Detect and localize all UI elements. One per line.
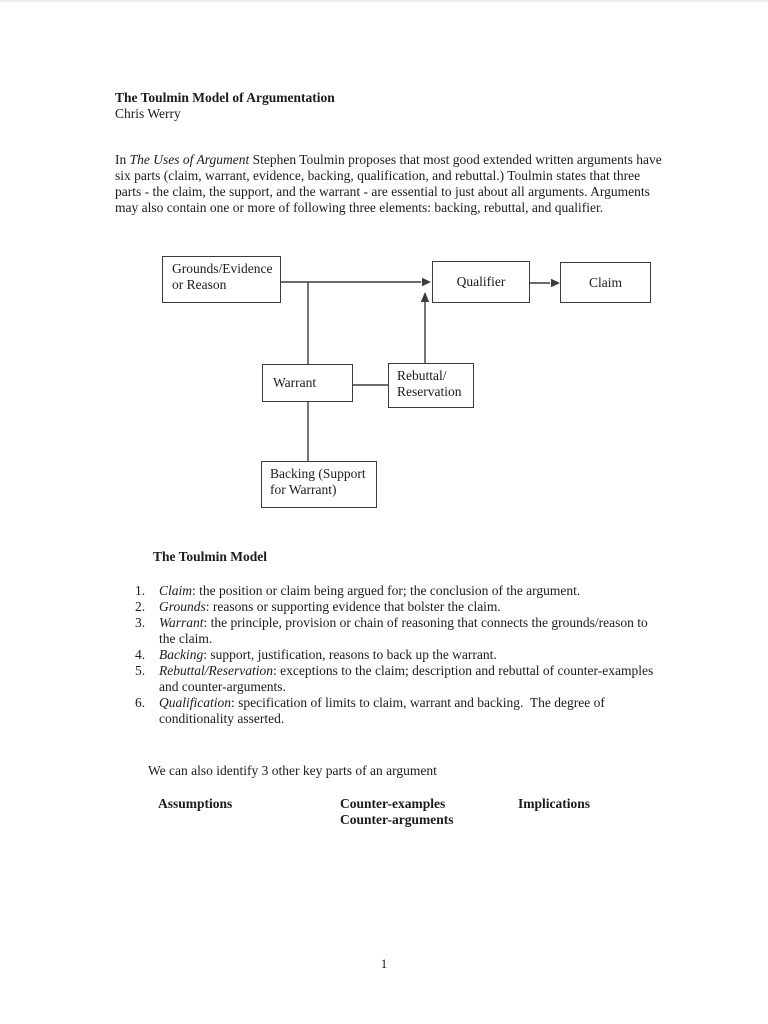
claim-box-label: Claim: [589, 274, 622, 290]
backing-box-line2: for Warrant): [270, 481, 337, 497]
list-item: 1. Claim: the position or claim being ar…: [135, 583, 664, 599]
key-part-counter: Counter-examples Counter-arguments: [340, 796, 454, 827]
list-item: 4. Backing: support, justification, reas…: [135, 647, 664, 663]
list-item-number: 4.: [135, 647, 146, 662]
key-part-assumptions: Assumptions: [158, 796, 233, 811]
intro-paragraph: In The Uses of Argument Stephen Toulmin …: [115, 152, 663, 216]
intro-rest: Stephen Toulmin proposes that most good …: [115, 151, 666, 215]
document-header: The Toulmin Model of Argumentation Chris…: [115, 90, 335, 122]
toulmin-diagram: Grounds/Evidence or Reason Qualifier Cla…: [150, 250, 670, 520]
list-item-term: Rebuttal/Reservation: [159, 663, 273, 678]
warrant-box-label: Warrant: [273, 375, 317, 391]
backing-box: Backing (Support for Warrant): [261, 461, 377, 508]
list-item-number: 6.: [135, 695, 146, 710]
grounds-box-line1: Grounds/Evidence: [172, 261, 273, 276]
list-item-text: Claim: the position or claim being argue…: [159, 583, 581, 598]
list-item-term: Grounds: [159, 599, 206, 614]
arrowhead-right-qualifier: [422, 277, 431, 287]
grounds-box: Grounds/Evidence or Reason: [162, 256, 281, 303]
list-item-text: Grounds: reasons or supporting evidence …: [159, 599, 501, 614]
document-author: Chris Werry: [115, 106, 181, 121]
list-item-term: Qualification: [159, 695, 231, 710]
other-parts-intro: We can also identify 3 other key parts o…: [148, 763, 437, 778]
list-item-number: 3.: [135, 615, 146, 630]
diagram-connectors: [281, 277, 560, 461]
list-item-term: Claim: [159, 583, 193, 598]
intro-book-title: The Uses of Argument: [129, 151, 250, 167]
list-item-number: 1.: [135, 583, 146, 598]
toulmin-model-list: 1. Claim: the position or claim being ar…: [135, 583, 664, 727]
list-item-text: Backing: support, justification, reasons…: [159, 647, 497, 662]
list-item-text: Qualification: specification of limits t…: [159, 695, 609, 726]
list-item-text: Rebuttal/Reservation: exceptions to the …: [159, 663, 657, 694]
warrant-box: Warrant: [262, 364, 353, 402]
list-item-term: Backing: [159, 647, 204, 662]
qualifier-box-label: Qualifier: [456, 274, 506, 290]
rebuttal-box-line2: Reservation: [397, 383, 462, 399]
page-top-edge: [0, 0, 768, 2]
list-item: 6. Qualification: specification of limit…: [135, 695, 664, 727]
page-number: 1: [380, 956, 388, 971]
list-item-term: Warrant: [159, 615, 204, 630]
document-title: The Toulmin Model of Argumentation: [115, 90, 335, 105]
backing-box-line1: Backing (Support: [270, 466, 366, 481]
arrowhead-up-rebuttal: [420, 292, 430, 302]
claim-box: Claim: [560, 262, 651, 303]
list-item: 3. Warrant: the principle, provision or …: [135, 615, 664, 647]
list-item: 5. Rebuttal/Reservation: exceptions to t…: [135, 663, 664, 695]
list-item-text: Warrant: the principle, provision or cha…: [159, 615, 652, 646]
section-heading: The Toulmin Model: [153, 549, 268, 564]
intro-prefix: In: [115, 151, 130, 167]
list-item-number: 5.: [135, 663, 146, 678]
qualifier-box: Qualifier: [432, 261, 530, 303]
key-part-implications: Implications: [518, 796, 591, 811]
rebuttal-box: Rebuttal/ Reservation: [388, 363, 474, 408]
list-item: 2. Grounds: reasons or supporting eviden…: [135, 599, 664, 615]
arrowhead-right-claim: [551, 278, 560, 288]
list-item-number: 2.: [135, 599, 146, 614]
rebuttal-box-line1: Rebuttal/: [397, 368, 447, 383]
grounds-box-line2: or Reason: [172, 276, 227, 292]
